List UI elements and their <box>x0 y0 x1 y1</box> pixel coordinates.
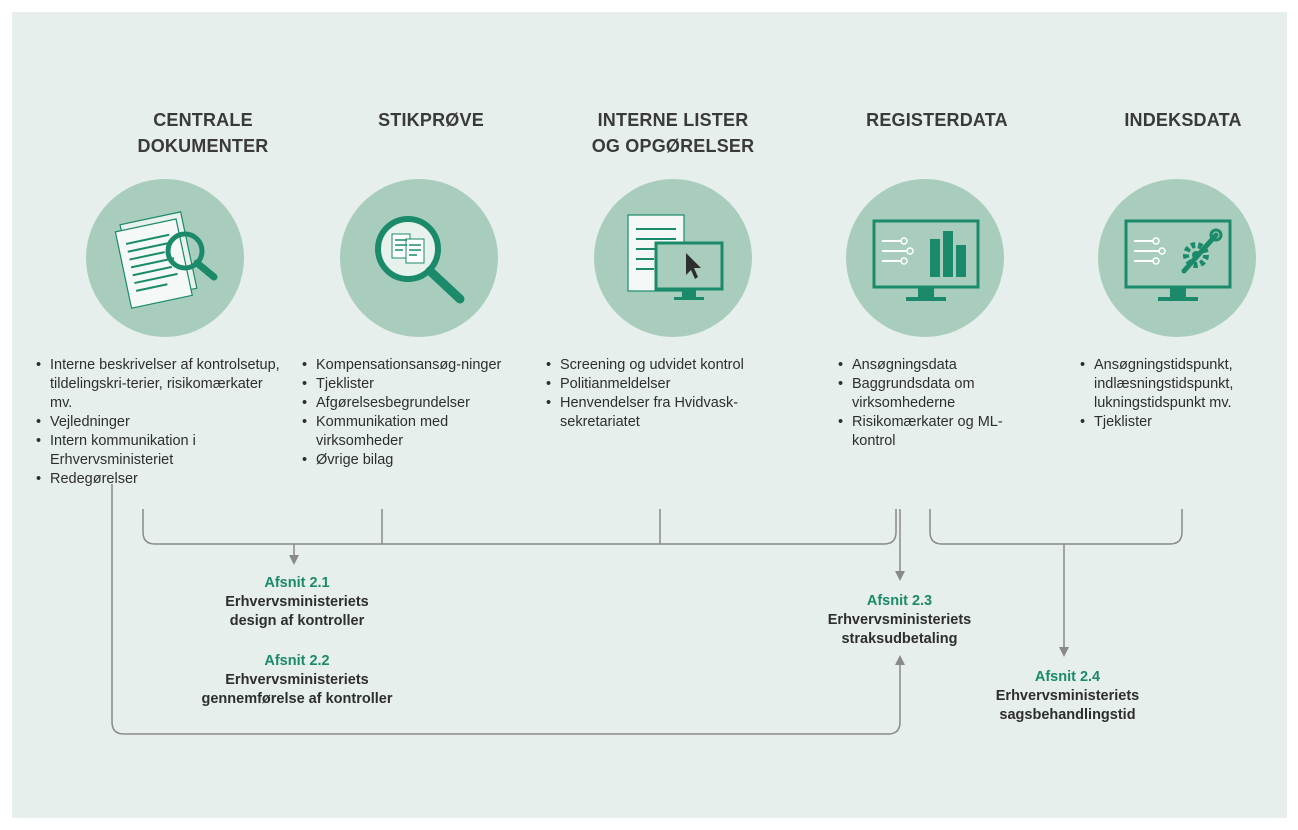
bullet-item: Kommunikation med virksomheder <box>302 413 527 451</box>
bullet-item: Kompensationsansøg-ninger <box>302 356 527 375</box>
monitor-gear-icon <box>1124 219 1232 301</box>
bullet-item: Screening og udvidet kontrol <box>546 356 801 375</box>
bullet-list-registerdata: AnsøgningsdataBaggrundsdata om virksomhe… <box>838 356 1038 451</box>
column-title: INDEKSDATA <box>1124 110 1242 130</box>
document-monitor-icon <box>627 214 724 300</box>
bullet-item: Risikomærkater og ML-kontrol <box>838 413 1038 451</box>
bullet-item: Henvendelser fra Hvidvask-sekretariatet <box>546 394 801 432</box>
bullet-list-stikproeve: Kompensationsansøg-ningerTjeklisterAfgør… <box>302 356 527 470</box>
column-title: REGISTERDATA <box>866 110 1008 130</box>
icon-circle <box>86 179 244 337</box>
bullet-item: Vejledninger <box>36 413 281 432</box>
section-text: Erhvervsministeriets design af kontrolle… <box>225 594 369 629</box>
section-afsnit-2-1: Afsnit 2.1 Erhvervsministeriets design a… <box>182 574 412 631</box>
bullet-item: Interne beskrivelser af kontrolsetup, ti… <box>36 356 281 413</box>
bullet-item: Tjeklister <box>302 375 527 394</box>
bullet-item: Tjeklister <box>1080 413 1295 432</box>
monitor-bar-chart-icon <box>872 219 980 301</box>
bullet-item: Øvrige bilag <box>302 451 527 470</box>
section-afsnit-2-2: Afsnit 2.2 Erhvervsministeriets gennemfø… <box>182 652 412 709</box>
section-label: Afsnit 2.1 <box>264 575 330 591</box>
bullet-item: Ansøgningstidspunkt, indlæsningstidspunk… <box>1080 356 1295 413</box>
connector-lines <box>111 484 1183 735</box>
bullet-list-indeksdata: Ansøgningstidspunkt, indlæsningstidspunk… <box>1080 356 1295 432</box>
bullet-item: Intern kommunikation i Erhvervsministeri… <box>36 432 281 470</box>
icon-circle <box>846 179 1004 337</box>
section-text: Erhvervsministeriets sagsbehandlingstid <box>995 688 1140 723</box>
section-afsnit-2-4: Afsnit 2.4 Erhvervsministeriets sagsbeha… <box>950 668 1185 725</box>
bullet-list-centrale-dokumenter: Interne beskrivelser af kontrolsetup, ti… <box>36 356 281 489</box>
icon-circle <box>1098 179 1256 337</box>
section-afsnit-2-3: Afsnit 2.3 Erhvervsministeriets straksud… <box>782 592 1017 649</box>
bullet-item: Redegørelser <box>36 470 281 489</box>
icon-circle <box>594 179 752 337</box>
bullet-item: Politianmeldelser <box>546 375 801 394</box>
column-title: STIKPRØVE <box>378 110 484 130</box>
section-label: Afsnit 2.2 <box>264 653 330 669</box>
icon-circle <box>340 179 498 337</box>
section-label: Afsnit 2.3 <box>866 593 933 609</box>
document-magnifier-icon <box>114 211 218 309</box>
bullet-item: Ansøgningsdata <box>838 356 1038 375</box>
bullet-list-interne-lister: Screening og udvidet kontrolPolitianmeld… <box>546 356 801 432</box>
bullet-item: Baggrundsdata om virksomhederne <box>838 375 1038 413</box>
bullet-item: Afgørelsesbegrundelser <box>302 394 527 413</box>
diagram-panel: CENTRALE DOKUMENTER STIKPRØ <box>12 12 1287 818</box>
column-title: INTERNE LISTER OG OPGØRELSER <box>591 110 755 156</box>
column-title: CENTRALE DOKUMENTER <box>137 110 269 156</box>
section-text: Erhvervsministeriets gennemførelse af ko… <box>201 672 393 707</box>
magnifier-documents-icon <box>375 216 465 304</box>
section-label: Afsnit 2.4 <box>1034 669 1101 685</box>
section-text: Erhvervsministeriets straksudbetaling <box>827 612 972 647</box>
